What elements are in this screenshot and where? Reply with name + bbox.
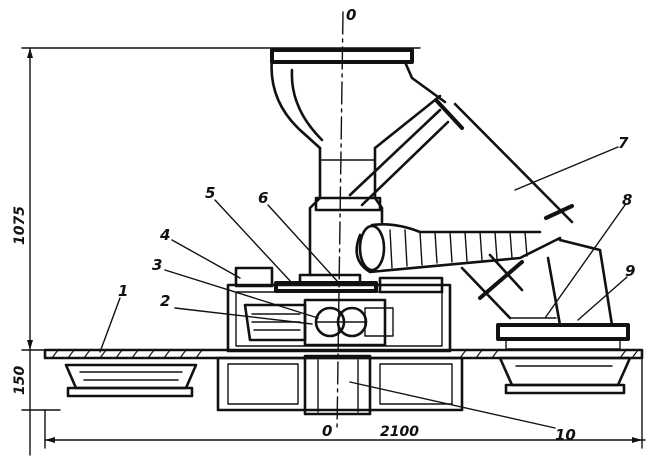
sub-frame [216, 354, 464, 416]
axis-label-bottom: 0 [322, 422, 332, 440]
callout-6: 6 [258, 189, 268, 207]
callout-1: 1 [118, 282, 128, 300]
left-support [64, 363, 198, 398]
right-support [498, 356, 632, 395]
leader-lines [99, 146, 628, 429]
axis-label-top: 0 [346, 6, 356, 24]
dimension-width-total: 2100 [380, 424, 419, 440]
callout-9: 9 [625, 262, 635, 280]
callout-8: 8 [622, 191, 632, 209]
callout-2: 2 [160, 292, 170, 310]
flexible-hose [355, 223, 562, 274]
callout-4: 4 [159, 226, 170, 244]
riser-column [308, 146, 384, 277]
drive-unit [243, 298, 394, 347]
upper-hopper [270, 48, 447, 150]
lower-right-duct [460, 238, 630, 350]
diagonal-duct [348, 98, 574, 224]
top-plates [274, 273, 378, 293]
callout-5: 5 [205, 184, 215, 202]
dimension-height-lower: 150 [12, 366, 28, 395]
dimension-height-upper: 1075 [12, 206, 28, 245]
center-axis [336, 11, 344, 431]
callout-7: 7 [618, 134, 629, 152]
callout-3: 3 [152, 256, 162, 274]
callout-10: 10 [555, 426, 576, 444]
